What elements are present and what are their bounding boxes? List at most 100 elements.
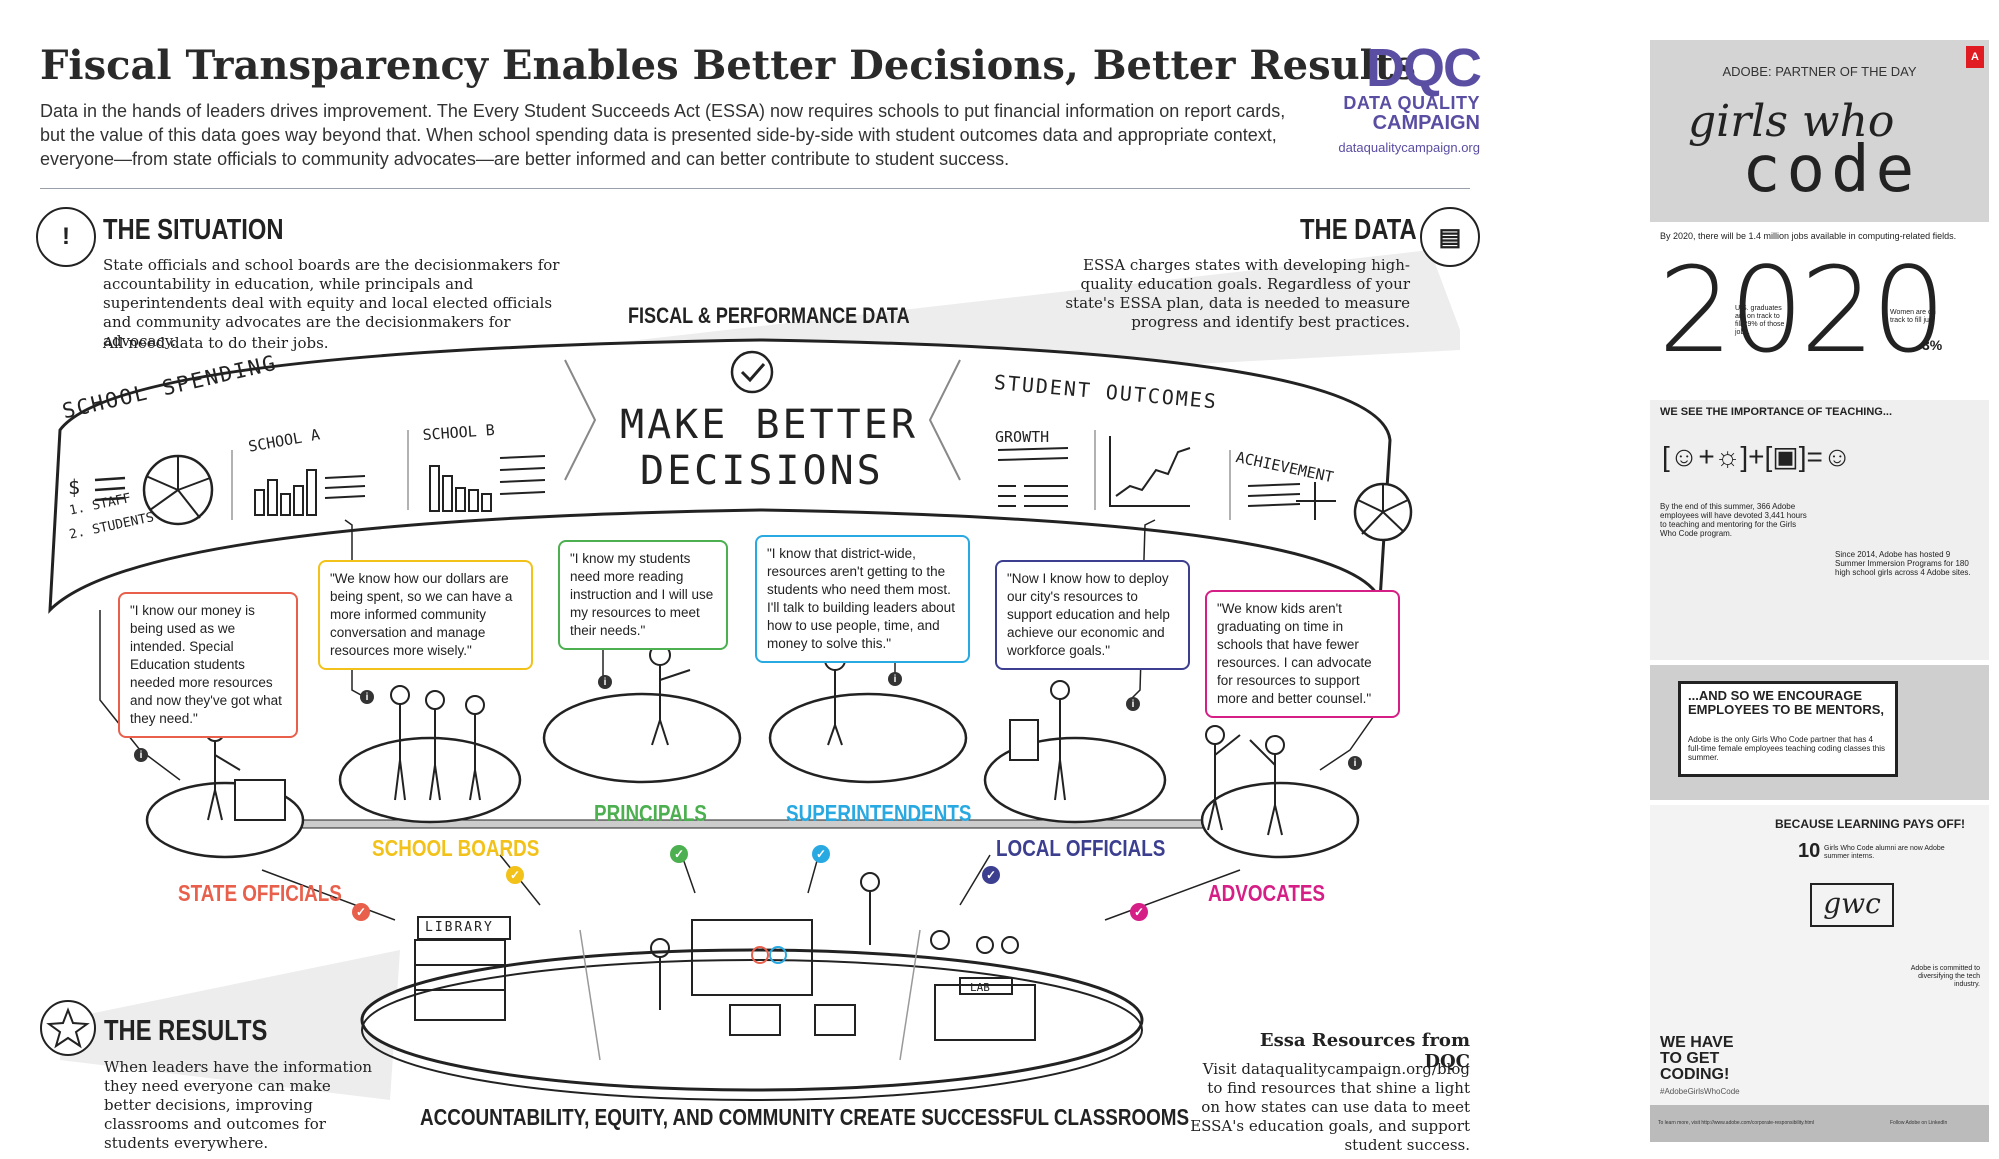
dqc-url-link[interactable]: dataqualitycampaign.org — [1338, 140, 1480, 155]
info-badge[interactable]: i — [598, 675, 612, 689]
situation-text-2: All need data to do their jobs. — [103, 334, 329, 352]
adobe-girls-who-code-ad[interactable]: A ADOBE: PARTNER OF THE DAY girls who co… — [1650, 40, 1989, 1142]
ad-teaching-panel: WE SEE THE IMPORTANCE OF TEACHING... [☺+… — [1650, 400, 1989, 660]
results-text: When leaders have the information they n… — [104, 1058, 373, 1152]
ad-since-text: Since 2014, Adobe has hosted 9 Summer Im… — [1835, 550, 1971, 577]
dqc-logo[interactable]: DQC DATA QUALITY CAMPAIGN dataqualitycam… — [1330, 38, 1482, 155]
alert-lightbulb-icon: ! — [36, 207, 96, 267]
lab-bench-icon — [930, 930, 1036, 1041]
ad-committed-text: Adobe is committed to diversifying the t… — [1910, 965, 1980, 988]
quote-principals: "I know my students need more reading in… — [558, 540, 728, 650]
ad-formula-icons: [☺+☼]+[▣]=☺ — [1662, 441, 1852, 472]
role-state-officials: STATE OFFICIALS — [178, 880, 342, 906]
ad-cta-line3: CODING! — [1660, 1066, 1730, 1083]
info-badge[interactable]: i — [1126, 697, 1140, 711]
library-shelf-icon — [414, 916, 511, 1021]
ad-pays-heading: BECAUSE LEARNING PAYS OFF! — [1775, 817, 1966, 831]
ad-jobs-text: By 2020, there will be 1.4 million jobs … — [1660, 231, 1957, 241]
outcomes-pie-icon — [1353, 482, 1413, 542]
quote-school-boards: "We know how our dollars are being spent… — [318, 560, 533, 670]
ad-alumni-text: Girls Who Code alumni are now Adobe summ… — [1824, 845, 1945, 860]
data-text: ESSA charges states with developing high… — [1065, 256, 1410, 331]
ad-pays-panel: BECAUSE LEARNING PAYS OFF! 10 Girls Who … — [1650, 805, 1989, 1142]
spending-pie-icon — [142, 454, 214, 526]
chevron-left-icon — [928, 359, 961, 481]
whiteboard-icon — [650, 919, 856, 1036]
ad-hashtag[interactable]: #AdobeGirlsWhoCode — [1660, 1087, 1740, 1096]
star-icon — [46, 1007, 90, 1049]
check-icon: ✓ — [506, 866, 524, 884]
ad-footer-left[interactable]: To learn more, visit http://www.adobe.co… — [1658, 1120, 1815, 1126]
ad-mentor-heading: ...AND SO WE ENCOURAGE EMPLOYEES TO BE M… — [1688, 688, 1884, 717]
growth-lines-icon — [997, 447, 1069, 507]
ad-cta-line2: TO GET — [1660, 1050, 1720, 1067]
library-sign: LIBRARY — [425, 920, 494, 935]
ad-women-text: Women are on track to fill just — [1890, 309, 1936, 324]
quote-state-officials: "I know our money is being used as we in… — [118, 592, 298, 738]
quote-advocates: "We know kids aren't graduating on time … — [1205, 590, 1400, 718]
header-divider — [40, 188, 1470, 189]
info-badge[interactable]: i — [888, 672, 902, 686]
classroom-caption: ACCOUNTABILITY, EQUITY, AND COMMUNITY CR… — [420, 1104, 1190, 1130]
info-badge[interactable]: i — [360, 690, 374, 704]
role-advocates: ADVOCATES — [1208, 880, 1326, 906]
platform-advocates — [1200, 781, 1360, 859]
standing-teacher-figure — [860, 872, 880, 945]
resources-heading: Essa Resources from DQC — [1259, 1030, 1470, 1072]
info-badge[interactable]: i — [1348, 756, 1362, 770]
role-principals: PRINCIPALS — [594, 800, 707, 826]
platform-boards — [338, 736, 522, 824]
platform-superintendents — [768, 692, 968, 784]
ad-teaching-heading: WE SEE THE IMPORTANCE OF TEACHING... — [1660, 406, 1893, 418]
role-local-officials: LOCAL OFFICIALS — [996, 835, 1166, 861]
ad-footer-right[interactable]: Follow Adobe on LinkedIn — [1890, 1120, 1948, 1126]
check-icon: ✓ — [982, 866, 1000, 884]
growth-label: GROWTH — [995, 428, 1050, 446]
page-title: Fiscal Transparency Enables Better Decis… — [40, 42, 1416, 89]
ad-mentor-panel: ...AND SO WE ENCOURAGE EMPLOYEES TO BE M… — [1650, 665, 1989, 800]
info-badge[interactable]: i — [134, 748, 148, 762]
ad-grads-text: U.S. graduates are on track to fill 29% … — [1735, 305, 1785, 336]
ad-gwc-logo: gwc — [1810, 883, 1894, 927]
role-school-boards: SCHOOL BOARDS — [372, 835, 540, 861]
arrows-to-classroom — [261, 849, 1241, 921]
ad-cta-line1: WE HAVE — [1660, 1034, 1734, 1051]
role-superintendents: SUPERINTENDENTS — [786, 800, 972, 826]
school-b-bars-icon — [429, 455, 546, 512]
check-icon: ✓ — [812, 845, 830, 863]
bottom-funnel-shade — [60, 950, 400, 1100]
quote-local-officials: "Now I know how to deploy our city's res… — [995, 560, 1190, 670]
report-card-icon: ▤ — [1420, 207, 1480, 267]
ad-employees-text: By the end of this summer, 366 Adobe emp… — [1660, 502, 1807, 538]
main-illustration — [40, 250, 1460, 1101]
ad-header-panel: A ADOBE: PARTNER OF THE DAY girls who co… — [1650, 40, 1989, 222]
spending-lines-icon — [94, 476, 126, 502]
ad-year: 2020 — [1658, 241, 1946, 379]
decisions-label: DECISIONS — [640, 448, 884, 494]
dqc-logo-line1: DATA QUALITY — [1343, 93, 1480, 113]
lab-sign: LAB — [970, 981, 990, 994]
resources-text[interactable]: Visit dataqualitycampaign.org/blog to fi… — [1190, 1060, 1470, 1154]
intro-paragraph: Data in the hands of leaders drives impr… — [40, 101, 1286, 169]
check-icon: ✓ — [1130, 903, 1148, 921]
ad-mentor-text: Adobe is the only Girls Who Code partner… — [1688, 735, 1885, 762]
situation-heading: THE SITUATION — [103, 214, 284, 246]
school-a-bars-icon — [254, 469, 366, 516]
check-icon: ✓ — [670, 845, 688, 863]
results-heading: THE RESULTS — [104, 1015, 268, 1047]
adobe-logo-icon: A — [1966, 46, 1984, 68]
outcomes-line-chart-icon — [1109, 436, 1191, 507]
dqc-logo-mark: DQC — [1366, 38, 1482, 98]
achievement-icon — [1247, 482, 1336, 520]
situation-text: State officials and school boards are th… — [103, 256, 560, 350]
results-star-circle — [40, 1000, 96, 1056]
ad-brand-line1: girls who — [1688, 96, 1895, 147]
platforms — [145, 692, 1360, 859]
ad-women-pct: 3% — [1922, 337, 1943, 353]
ad-partner-label: ADOBE: PARTNER OF THE DAY — [1722, 64, 1917, 79]
check-circle-icon — [730, 350, 774, 394]
chevron-right-icon — [564, 359, 597, 481]
dollar-label: $ — [68, 475, 81, 499]
dqc-logo-line2: CAMPAIGN — [1372, 112, 1480, 134]
ad-2020-panel: By 2020, there will be 1.4 million jobs … — [1650, 225, 1989, 395]
